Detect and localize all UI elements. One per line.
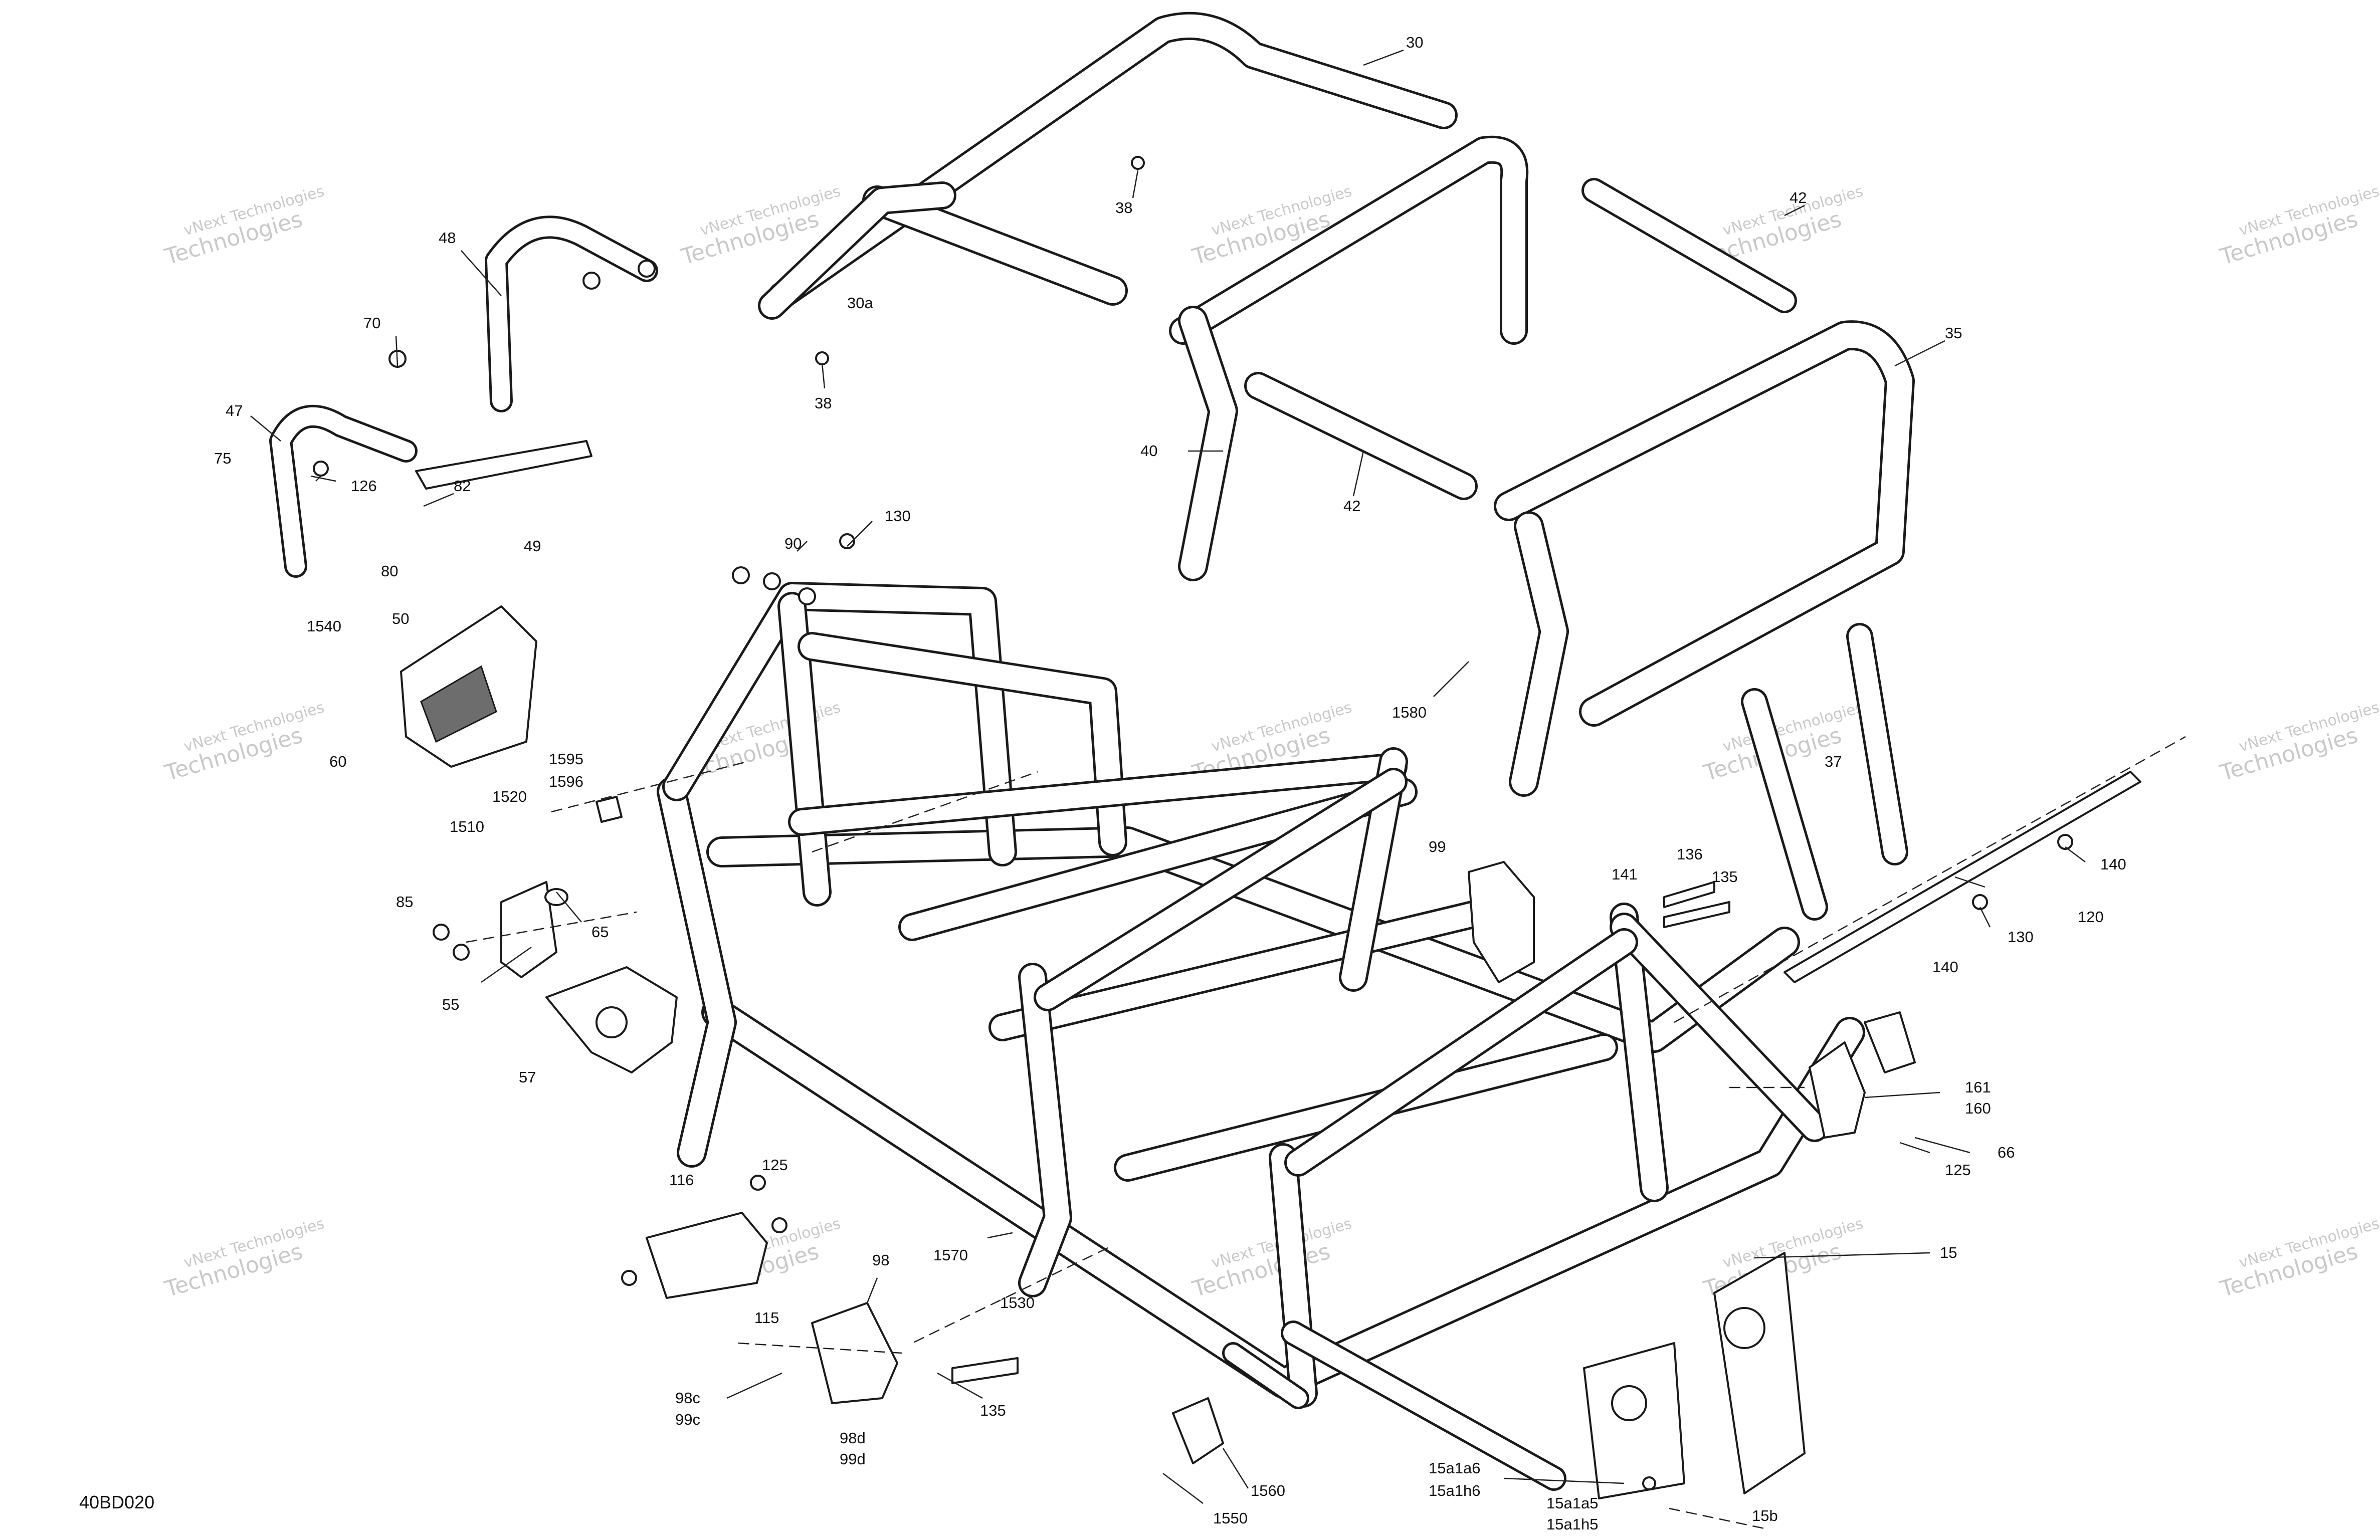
watermark: vNext Technologies Technologies (162, 699, 326, 786)
callout-label: 99c (675, 1411, 700, 1428)
callout-label: 38 (815, 394, 832, 412)
callout-label: 116 (669, 1171, 694, 1189)
callout-label: 99d (840, 1450, 866, 1468)
callout-label: 90 (784, 535, 802, 552)
callout-label: 30a (847, 294, 873, 312)
callout-label: 130 (2008, 928, 2034, 946)
callout-label: 1510 (450, 818, 484, 835)
callout-label: 15a1a6 (1429, 1459, 1480, 1477)
callout-label: 99 (1429, 838, 1446, 855)
callout-label: 98c (675, 1389, 700, 1407)
callout-label: 120 (2078, 908, 2104, 926)
leader-lines (250, 49, 2186, 1529)
callout-label: 98d (840, 1429, 866, 1447)
callout-label: 35 (1945, 324, 1962, 342)
watermark: vNext Technologies Technologies (2217, 182, 2380, 270)
front-bumper-tubes (269, 215, 658, 578)
watermark: vNext Technologies Technologies (162, 182, 326, 270)
callout-label: 1560 (1251, 1482, 1285, 1499)
callout-label: 80 (381, 562, 398, 580)
callout-label: 15b (1752, 1507, 1778, 1524)
callout-label: 75 (214, 450, 231, 467)
callout-label: 55 (442, 996, 459, 1013)
callout-label: 1540 (307, 617, 341, 635)
callout-label: 140 (1932, 958, 1958, 976)
callout-label: 115 (754, 1309, 779, 1327)
callout-label: 160 (1965, 1099, 1991, 1117)
callout-label: 66 (1998, 1144, 2015, 1161)
callout-label: 70 (363, 314, 380, 332)
callout-label: 49 (524, 537, 541, 555)
brackets (313, 156, 2141, 1490)
callout-label: 1580 (1392, 704, 1427, 721)
callout-label: 1570 (933, 1246, 968, 1264)
callout-label: 47 (226, 402, 243, 419)
callout-label: 38 (1115, 199, 1132, 216)
drawing-code: 40BD020 (79, 1492, 154, 1512)
watermark: vNext Technologies Technologies (162, 1215, 326, 1302)
callout-label: 65 (591, 923, 609, 941)
callout-label: 60 (329, 753, 346, 770)
watermark: vNext Technologies Technologies (2217, 699, 2380, 786)
callout-label: 37 (1825, 753, 1842, 770)
callout-label: 136 (1677, 845, 1703, 863)
main-chassis-frame (657, 582, 1865, 1499)
callout-label: 15 (1940, 1244, 1957, 1261)
callout-label: 1596 (549, 773, 583, 790)
callout-label: 1595 (549, 750, 583, 768)
callout-label: 130 (885, 507, 911, 525)
callout-label: 125 (762, 1156, 788, 1174)
callout-label: 140 (2100, 855, 2126, 873)
callout-label: 1530 (1000, 1294, 1035, 1311)
watermark: vNext Technologies Technologies (1189, 1215, 1354, 1302)
callout-labels: 30 38 30a 38 42 35 48 70 47 75 126 82 49… (214, 34, 2126, 1533)
callout-label: 57 (519, 1068, 536, 1086)
callout-label: 125 (1945, 1161, 1971, 1179)
callout-label: 1520 (492, 788, 527, 805)
callout-label: 15a1a5 (1546, 1494, 1598, 1512)
callout-label: 15a1h6 (1429, 1482, 1480, 1499)
callout-label: 40 (1140, 442, 1157, 460)
callout-label: 30 (1406, 34, 1423, 51)
callout-label: 42 (1790, 189, 1807, 206)
callout-label: 135 (980, 1402, 1006, 1419)
callout-label: 82 (454, 477, 471, 495)
watermark: vNext Technologies Technologies (2217, 1215, 2380, 1302)
callout-label: 135 (1712, 868, 1738, 886)
callout-label: 15a1h5 (1546, 1515, 1598, 1533)
callout-label: 42 (1343, 497, 1360, 515)
callout-label: 98 (872, 1251, 889, 1269)
roll-cage-roof (758, 12, 1915, 921)
callout-label: 50 (392, 610, 409, 627)
callout-label: 141 (1612, 865, 1638, 883)
callout-label: 126 (351, 477, 377, 495)
callout-label: 48 (439, 229, 456, 247)
callout-label: 1550 (1213, 1509, 1248, 1527)
callout-label: 161 (1965, 1078, 1991, 1096)
callout-label: 85 (396, 893, 413, 911)
